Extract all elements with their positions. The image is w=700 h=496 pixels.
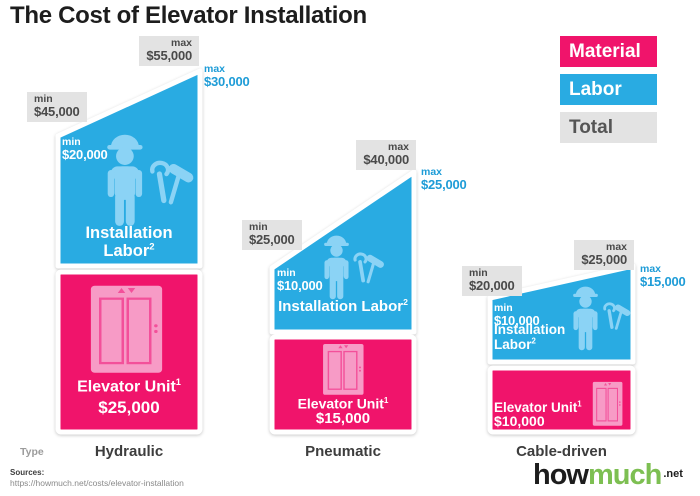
material-label: Elevator Unit [77, 378, 176, 396]
category-label-pneumatic: Pneumatic [305, 443, 381, 460]
min-label: min [494, 302, 513, 314]
footnote-marker: 2 [149, 241, 155, 253]
labor-label: Installation Labor [85, 224, 173, 261]
pneumatic-total-min-badge: min $25,000 [242, 220, 302, 251]
min-value: $45,000 [34, 104, 80, 120]
hydraulic-labor-segment-label: Installation Labor2 [60, 224, 198, 261]
min-value: $25,000 [249, 232, 295, 248]
footnote-marker: 1 [383, 396, 389, 405]
max-value: $25,000 [581, 252, 627, 268]
min-label: min [277, 267, 296, 279]
cable-material-segment-label: Elevator Unit1 [494, 400, 604, 415]
max-value: $55,000 [146, 48, 192, 64]
sources-heading: Sources: [10, 468, 45, 477]
cable-total-min-badge: min $20,000 [462, 266, 522, 297]
max-label: max [640, 263, 662, 275]
min-label: min [62, 136, 81, 148]
cable-labor-max-annotation: max $15,000 [640, 263, 686, 290]
pneumatic-total-max-badge: max $40,000 [356, 140, 416, 171]
min-value: $10,000 [277, 278, 323, 294]
pneumatic-material-value: $15,000 [315, 410, 371, 427]
cable-labor-segment-label: Installation Labor2 [494, 322, 599, 352]
legend-item-total: Total [560, 112, 657, 143]
max-label: max [605, 241, 627, 253]
legend: Material Labor Total [560, 36, 657, 150]
min-label: min [34, 93, 53, 105]
pneumatic-material-segment-label: Elevator Unit1 [272, 396, 414, 412]
sources-block: Sources: https://howmuch.net/costs/eleva… [10, 468, 184, 489]
legend-label-material: Material [569, 40, 641, 62]
logo-word-much: much [588, 459, 662, 491]
elevator-icon [89, 284, 164, 374]
legend-item-material: Material [560, 36, 657, 67]
sources-url: https://howmuch.net/costs/elevator-insta… [10, 478, 184, 488]
pneumatic-labor-max-annotation: max $25,000 [421, 166, 467, 193]
pneumatic-labor-segment-label: Installation Labor2 [276, 297, 410, 316]
legend-item-labor: Labor [560, 74, 657, 105]
hydraulic-labor-min-annotation: min $20,000 [62, 136, 108, 163]
max-value: $30,000 [204, 74, 250, 90]
chart-title: The Cost of Elevator Installation [10, 2, 367, 29]
min-label: min [469, 267, 488, 279]
legend-label-total: Total [569, 116, 613, 138]
hydraulic-total-min-badge: min $45,000 [27, 92, 87, 123]
footnote-marker: 2 [403, 297, 408, 307]
material-label: Elevator Unit [494, 400, 578, 415]
max-label: max [421, 166, 443, 178]
max-label: max [204, 63, 226, 75]
cable-total-max-badge: max $25,000 [574, 240, 634, 271]
material-label: Elevator Unit [297, 395, 384, 412]
hydraulic-material-value: $25,000 [98, 398, 160, 417]
max-label: max [170, 37, 192, 49]
logo-suffix-net: .net [663, 468, 683, 480]
labor-label: Installation Labor [494, 322, 566, 353]
max-value: $25,000 [421, 177, 467, 193]
max-value: $40,000 [363, 152, 409, 168]
x-axis-title: Type [20, 446, 44, 458]
howmuch-logo: howmuch.net [533, 459, 683, 492]
min-value: $20,000 [62, 147, 108, 163]
max-label: max [387, 141, 409, 153]
hydraulic-total-max-badge: max $55,000 [139, 36, 199, 67]
hydraulic-labor-max-annotation: max $30,000 [204, 63, 250, 90]
hydraulic-material-segment-label: Elevator Unit1 [58, 377, 200, 396]
pneumatic-labor-shape [269, 169, 417, 335]
cable-material-value: $10,000 [494, 413, 545, 429]
pneumatic-labor-min-annotation: min $10,000 [277, 267, 323, 294]
max-value: $15,000 [640, 274, 686, 290]
min-label: min [249, 221, 268, 233]
category-label-hydraulic: Hydraulic [94, 443, 164, 460]
logo-word-how: how [533, 459, 589, 491]
footnote-marker: 1 [577, 399, 582, 409]
min-value: $20,000 [469, 278, 515, 294]
category-label-cable-driven: Cable-driven [516, 443, 607, 460]
labor-label: Installation Labor [278, 298, 404, 315]
footnote-marker: 2 [531, 336, 536, 346]
cable-labor-shape [487, 263, 636, 365]
footnote-marker: 1 [175, 377, 181, 387]
legend-label-labor: Labor [569, 78, 622, 100]
elevator-icon [322, 343, 365, 396]
min-value: $10,000 [494, 313, 540, 329]
cable-labor-min-annotation: min $10,000 [494, 302, 540, 329]
